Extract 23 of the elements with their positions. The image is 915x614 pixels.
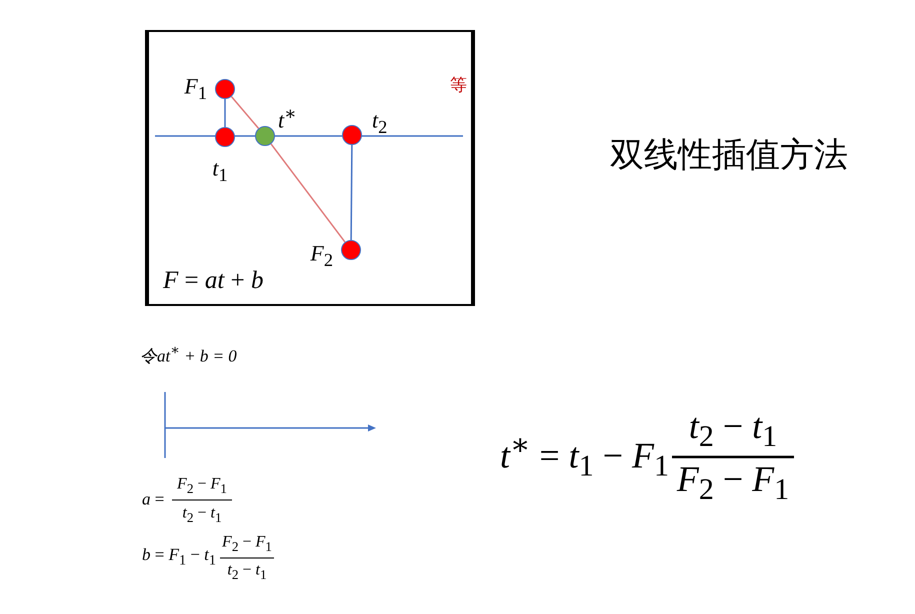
equation-text: t$^{∗}$ = t$_{1}$ − F$_{1}$ xyxy=(500,430,670,482)
connector-line xyxy=(350,145,353,240)
connector-line xyxy=(230,96,260,129)
point-label: t$^{∗}$ xyxy=(278,104,297,132)
equation-text: b = F$_{1}$ − t$_{1}$ xyxy=(142,546,216,568)
connector-line xyxy=(270,144,346,242)
fraction-numerator: t$_{2}$ − t$_{1}$ xyxy=(688,408,778,452)
plot-frame xyxy=(145,30,475,306)
fraction-numerator: F$_{2}$ − F$_{1}$ xyxy=(177,476,227,496)
equation-text: F = at + b xyxy=(163,268,264,293)
equation-text: a = xyxy=(142,490,164,508)
connector-line xyxy=(224,99,226,127)
side-note: 等 xyxy=(450,78,467,94)
title: 双线性插值方法 xyxy=(610,138,848,172)
fraction-numerator: F$_{2}$ − F$_{1}$ xyxy=(222,534,272,554)
equation-text: 令at$^{∗}$ + b = 0 xyxy=(140,344,237,364)
point-label: F$_{1}$ xyxy=(184,76,207,102)
fraction-denominator: F$_{2}$ − F$_{1}$ xyxy=(676,460,790,506)
point-label: t$_{2}$ xyxy=(372,110,388,136)
point-label: t$_{1}$ xyxy=(212,158,228,184)
fraction-denominator: t$_{2}$ − t$_{1}$ xyxy=(182,506,222,524)
point-label: F$_{2}$ xyxy=(310,242,333,270)
fraction-denominator: t$_{2}$ − t$_{1}$ xyxy=(227,562,267,582)
